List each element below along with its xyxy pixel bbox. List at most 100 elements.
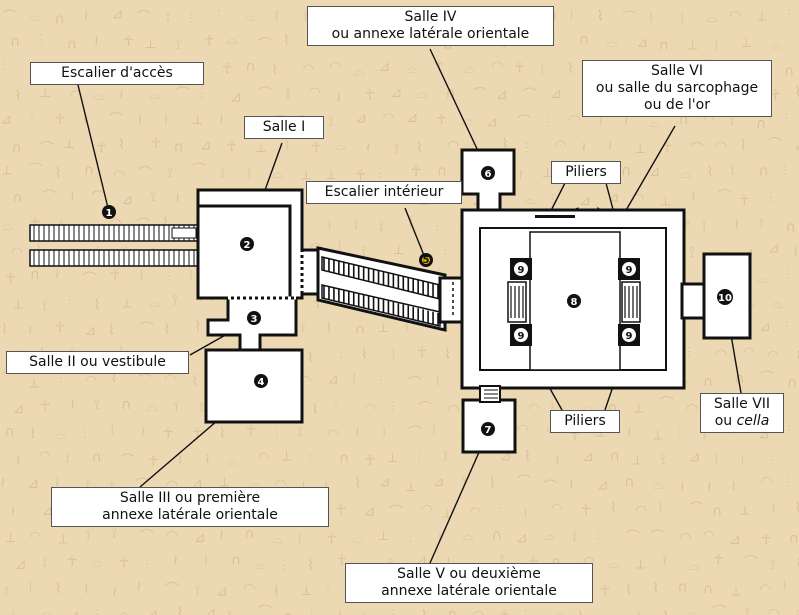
svg-text:∩: ∩ bbox=[756, 116, 766, 132]
svg-text:⌓: ⌓ bbox=[706, 10, 717, 26]
svg-text:⦚: ⦚ bbox=[111, 422, 114, 438]
svg-text:⌒: ⌒ bbox=[165, 582, 179, 598]
svg-text:⦚: ⦚ bbox=[328, 218, 331, 234]
svg-text:≀: ≀ bbox=[607, 138, 612, 154]
marker-9-bottom-left: 9 bbox=[510, 324, 532, 346]
svg-text:⊿: ⊿ bbox=[13, 401, 25, 417]
svg-text:⫶: ⫶ bbox=[340, 346, 344, 362]
svg-text:⟂: ⟂ bbox=[326, 167, 336, 183]
svg-text:⦚: ⦚ bbox=[338, 240, 341, 256]
svg-text:⟟: ⟟ bbox=[443, 449, 448, 465]
label-salle-iv: Salle IV ou annexe latérale orientale bbox=[307, 6, 554, 46]
svg-text:⫶: ⫶ bbox=[525, 141, 529, 157]
svg-text:⌓: ⌓ bbox=[41, 605, 52, 615]
svg-text:⊿: ⊿ bbox=[500, 449, 512, 465]
svg-text:☥: ☥ bbox=[770, 88, 780, 104]
svg-text:⟟: ⟟ bbox=[220, 166, 225, 182]
svg-text:⌇: ⌇ bbox=[361, 347, 368, 363]
svg-text:⌒: ⌒ bbox=[712, 604, 726, 615]
svg-text:≀: ≀ bbox=[623, 112, 628, 128]
svg-text:⟟: ⟟ bbox=[176, 37, 181, 53]
svg-text:⌓: ⌓ bbox=[525, 192, 536, 208]
svg-text:⦚: ⦚ bbox=[436, 375, 439, 391]
svg-text:⦚: ⦚ bbox=[715, 453, 718, 469]
svg-text:☥: ☥ bbox=[110, 267, 120, 283]
svg-text:☥: ☥ bbox=[365, 87, 375, 103]
svg-text:⫶: ⫶ bbox=[785, 319, 789, 335]
svg-text:≀: ≀ bbox=[178, 452, 183, 468]
svg-text:⌒: ⌒ bbox=[82, 272, 96, 288]
svg-text:⫶: ⫶ bbox=[796, 608, 799, 615]
svg-text:◠: ◠ bbox=[491, 59, 503, 75]
svg-text:⟟: ⟟ bbox=[174, 399, 179, 415]
svg-text:⌒: ⌒ bbox=[42, 189, 56, 205]
svg-text:◠: ◠ bbox=[364, 401, 376, 417]
label-salle-iii: Salle III ou première annexe latérale or… bbox=[51, 487, 329, 527]
svg-text:⊿: ⊿ bbox=[216, 583, 228, 599]
svg-text:⟂: ⟂ bbox=[6, 530, 16, 546]
svg-text:∩: ∩ bbox=[11, 140, 21, 156]
svg-text:⌇: ⌇ bbox=[29, 427, 36, 443]
svg-text:⌒: ⌒ bbox=[517, 474, 531, 490]
svg-text:☥: ☥ bbox=[436, 112, 446, 128]
svg-text:≀: ≀ bbox=[680, 479, 685, 495]
svg-text:⟟: ⟟ bbox=[297, 424, 302, 440]
svg-text:⦚: ⦚ bbox=[650, 11, 653, 27]
svg-text:⌓: ⌓ bbox=[772, 295, 783, 311]
svg-text:⊿: ⊿ bbox=[597, 477, 609, 493]
svg-text:⫶: ⫶ bbox=[408, 531, 412, 547]
salle-iv-room bbox=[460, 148, 516, 216]
svg-text:⟟: ⟟ bbox=[689, 244, 694, 260]
svg-text:⌇: ⌇ bbox=[652, 581, 659, 597]
svg-text:⫶: ⫶ bbox=[687, 345, 691, 361]
svg-text:⌒: ⌒ bbox=[473, 87, 487, 103]
svg-text:⫶: ⫶ bbox=[788, 423, 792, 439]
svg-text:⊿: ⊿ bbox=[794, 138, 799, 154]
marker-3: 3 bbox=[247, 311, 261, 325]
svg-text:⌒: ⌒ bbox=[660, 396, 674, 412]
svg-text:≀: ≀ bbox=[793, 243, 798, 259]
svg-text:⌓: ⌓ bbox=[226, 32, 237, 48]
svg-text:∩: ∩ bbox=[84, 162, 94, 178]
svg-text:⌒: ⌒ bbox=[408, 426, 422, 442]
svg-text:⌓: ⌓ bbox=[555, 606, 566, 615]
svg-text:⌓: ⌓ bbox=[607, 34, 618, 50]
svg-text:≀: ≀ bbox=[16, 453, 21, 469]
svg-text:⟂: ⟂ bbox=[302, 583, 312, 599]
svg-text:⟟: ⟟ bbox=[730, 113, 735, 129]
svg-text:⌓: ⌓ bbox=[272, 531, 283, 547]
svg-text:⦚: ⦚ bbox=[703, 427, 706, 443]
svg-text:⫶: ⫶ bbox=[167, 269, 171, 285]
svg-text:⊿: ⊿ bbox=[85, 323, 97, 339]
svg-text:⌇: ⌇ bbox=[194, 319, 201, 335]
svg-text:◠: ◠ bbox=[85, 373, 97, 389]
svg-text:◠: ◠ bbox=[302, 62, 314, 78]
svg-text:⌒: ⌒ bbox=[258, 87, 272, 103]
svg-text:⫶: ⫶ bbox=[379, 374, 383, 390]
svg-text:◠: ◠ bbox=[29, 529, 41, 545]
svg-text:⟟: ⟟ bbox=[303, 9, 308, 25]
svg-text:⌒: ⌒ bbox=[389, 504, 403, 520]
svg-text:⟂: ⟂ bbox=[65, 136, 75, 152]
svg-text:⫶: ⫶ bbox=[83, 426, 87, 442]
svg-text:☥: ☥ bbox=[499, 608, 509, 615]
svg-text:⌓: ⌓ bbox=[608, 556, 619, 572]
svg-text:⟂: ⟂ bbox=[406, 479, 416, 495]
svg-text:∩: ∩ bbox=[659, 37, 669, 53]
svg-text:⟂: ⟂ bbox=[302, 167, 312, 183]
svg-text:◠: ◠ bbox=[715, 139, 727, 155]
svg-text:∩: ∩ bbox=[173, 139, 183, 155]
svg-text:☥: ☥ bbox=[55, 112, 65, 128]
svg-text:⫶: ⫶ bbox=[308, 452, 312, 468]
svg-text:⌓: ⌓ bbox=[605, 610, 616, 615]
marker-9-top-left: 9 bbox=[510, 258, 532, 280]
svg-text:☥: ☥ bbox=[336, 553, 346, 569]
svg-text:∩: ∩ bbox=[784, 64, 794, 80]
svg-text:◠: ◠ bbox=[383, 110, 395, 126]
svg-text:≀: ≀ bbox=[55, 266, 60, 282]
svg-text:≀: ≀ bbox=[70, 396, 75, 412]
svg-text:⟂: ⟂ bbox=[636, 141, 646, 157]
svg-text:⌇: ⌇ bbox=[191, 373, 198, 389]
svg-text:∩: ∩ bbox=[10, 34, 20, 50]
